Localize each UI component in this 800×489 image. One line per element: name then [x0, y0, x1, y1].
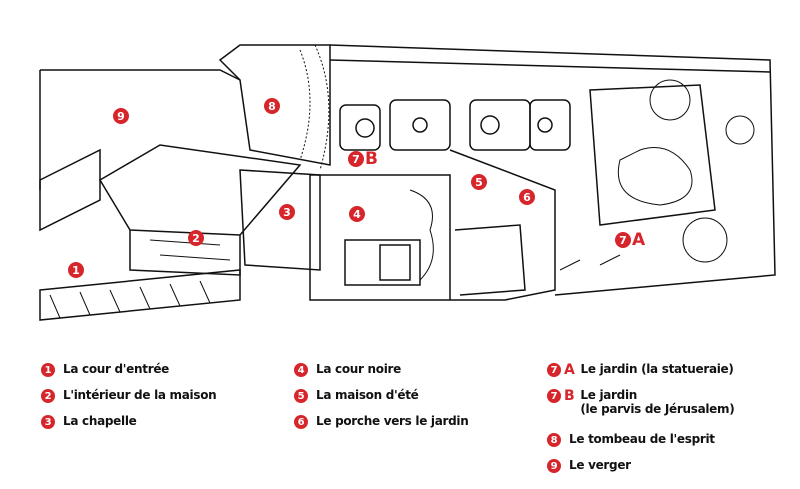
garden-porch: [454, 224, 526, 296]
legend-item: 1 La cour d'entrée: [41, 362, 216, 388]
marker-number: 3: [279, 204, 295, 220]
legend-number: 4: [294, 363, 308, 377]
marker-9: 9: [113, 108, 129, 124]
marker-8: 8: [264, 98, 280, 114]
marker-number: 8: [264, 98, 280, 114]
marker-number: 9: [113, 108, 129, 124]
black-court-structure: [344, 239, 421, 286]
legend-number: 9: [547, 459, 561, 473]
marker-2: 2: [188, 230, 204, 246]
legend-label: La chapelle: [63, 414, 137, 428]
garden-bed: [389, 99, 451, 151]
marker-1: 1: [68, 262, 84, 278]
garden-bed: [469, 99, 531, 151]
marker-number: 6: [519, 189, 535, 205]
legend-label: Le porche vers le jardin: [316, 414, 469, 428]
orchard-wall: [39, 69, 241, 190]
legend-label-line2: (le parvis de Jérusalem): [580, 402, 735, 416]
tree: [649, 79, 691, 121]
garden-bed: [339, 104, 381, 151]
legend-column-1: 1 La cour d'entrée 2 L'intérieur de la mai…: [41, 362, 217, 440]
legend-column-2: 4 La cour noire 5 La maison d'été 6 Le porc…: [294, 362, 469, 440]
marker-3: 3: [279, 204, 295, 220]
marker-number: 5: [471, 174, 487, 190]
legend-letter: A: [564, 362, 575, 378]
legend-item: 3 La chapelle: [41, 414, 216, 440]
legend-label: La cour d'entrée: [63, 362, 169, 376]
entrance-court: [39, 148, 241, 321]
marker-letter: A: [632, 230, 646, 250]
chapel: [239, 169, 321, 271]
statuary-garden-plot: [589, 84, 716, 226]
marker-number: 4: [349, 206, 365, 222]
garden-detail-lines: [559, 254, 621, 271]
legend-item: 2 L'intérieur de la maison: [41, 388, 217, 414]
legend-number: 2: [41, 389, 55, 403]
summer-house: [449, 149, 556, 301]
legend-number: 7: [547, 389, 561, 403]
garden-path-loop: [617, 147, 693, 206]
statue: [412, 117, 428, 133]
garden-bed: [529, 99, 571, 151]
legend-label: Le verger: [569, 458, 631, 472]
legend-letter: B: [564, 388, 575, 404]
site-plan-drawing: [39, 44, 776, 321]
legend-item: 5 La maison d'été: [294, 388, 469, 414]
legend-item: 4 La cour noire: [294, 362, 469, 388]
black-court-wall-curve: [409, 189, 434, 281]
legend-label: Le jardin: [580, 388, 638, 402]
garden: [329, 44, 776, 296]
legend-number: 5: [294, 389, 308, 403]
legend-label: L'intérieur de la maison: [63, 388, 217, 402]
house-roof: [98, 144, 302, 236]
legend-label: Le jardin (la statueraie): [580, 362, 734, 376]
tree: [682, 217, 728, 263]
black-court: [309, 174, 451, 301]
marker-number: 1: [68, 262, 84, 278]
marker-number: 7: [348, 151, 364, 167]
legend-number: 6: [294, 415, 308, 429]
legend-number: 7: [547, 363, 561, 377]
marker-5: 5: [471, 174, 487, 190]
legend-label: La maison d'été: [316, 388, 419, 402]
legend-label-group: Le jardin(le parvis de Jérusalem): [580, 388, 734, 416]
house-walls: [129, 230, 241, 276]
legend-item: 9 Le verger: [547, 458, 734, 484]
legend-number: 3: [41, 415, 55, 429]
entrance-court-fence: [49, 280, 211, 319]
house-interior-lines: [149, 239, 231, 261]
legend-number: 8: [547, 433, 561, 447]
tomb-hatching: [299, 44, 330, 171]
tomb-of-spirit: [218, 44, 331, 166]
legend-label: Le tombeau de l'esprit: [569, 432, 715, 446]
legend-item: 6 Le porche vers le jardin: [294, 414, 469, 440]
statue: [355, 118, 375, 138]
legend-number: 1: [41, 363, 55, 377]
marker-number: 2: [188, 230, 204, 246]
marker-letter: B: [365, 149, 378, 169]
marker-6: 6: [519, 189, 535, 205]
marker-number: 7: [615, 232, 631, 248]
tree: [725, 115, 755, 145]
statue: [480, 115, 500, 135]
marker-4: 4: [349, 206, 365, 222]
legend-label: La cour noire: [316, 362, 401, 376]
legend-item: 8 Le tombeau de l'esprit: [547, 432, 734, 458]
statue: [537, 117, 553, 133]
